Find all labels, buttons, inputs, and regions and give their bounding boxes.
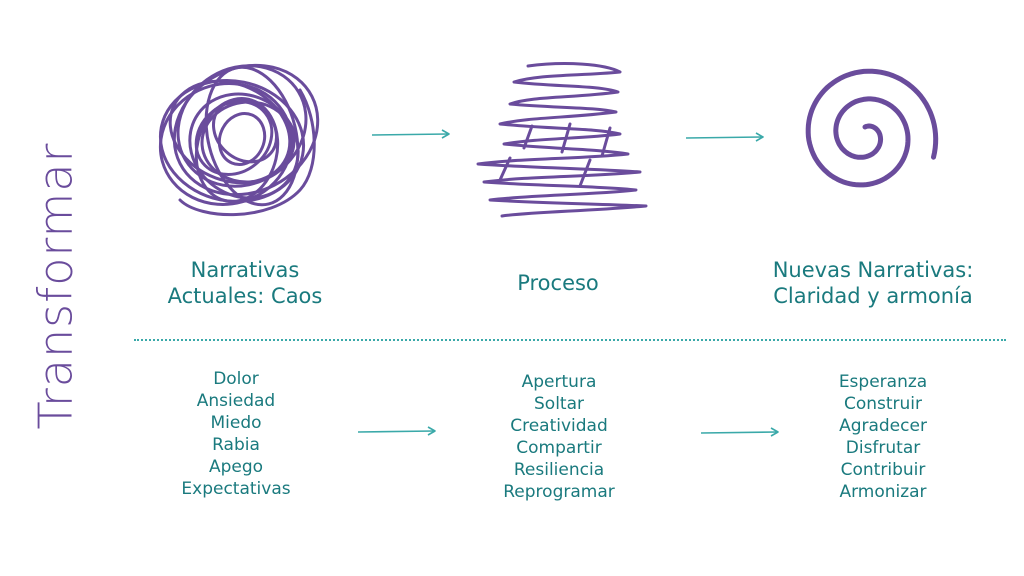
list-item: Agradecer <box>839 416 927 436</box>
arrow-right-icon <box>685 132 764 142</box>
list-item: Armonizar <box>839 482 927 502</box>
zigzag-process-icon <box>476 62 648 218</box>
column-heading-line: Claridad y armonía <box>773 284 973 308</box>
list-item: Rabia <box>212 435 260 455</box>
side-title: Transformar <box>0 116 110 456</box>
list-item: Apertura <box>521 372 597 392</box>
list-item: Ansiedad <box>196 391 276 411</box>
list-item: Apego <box>208 457 264 477</box>
column-heading-line: Narrativas <box>190 258 300 282</box>
list-item: Reprogramar <box>503 482 615 502</box>
list-item: Resiliencia <box>513 460 605 480</box>
arrow-right-icon <box>371 129 450 139</box>
column-heading-process: Proceso <box>448 270 668 296</box>
list-item: Creatividad <box>510 416 608 436</box>
dotted-divider <box>134 339 1006 341</box>
word-list-chaos: Dolor Ansiedad Miedo Rabia Apego Expecta… <box>146 368 326 500</box>
column-heading-line: Nuevas Narrativas: <box>772 258 974 282</box>
list-item: Soltar <box>534 394 584 414</box>
column-heading-chaos: Narrativas Actuales: Caos <box>130 257 360 309</box>
column-heading-new-narratives: Nuevas Narrativas: Claridad y armonía <box>728 257 1018 309</box>
column-heading-line: Proceso <box>517 271 599 295</box>
side-title-text: Transformar <box>28 142 83 430</box>
list-item: Expectativas <box>181 479 291 499</box>
chaos-scribble-icon <box>158 63 320 216</box>
arrow-right-icon <box>700 427 779 437</box>
list-item: Dolor <box>213 369 259 389</box>
list-item: Esperanza <box>838 372 928 392</box>
list-item: Compartir <box>516 438 602 458</box>
word-list-process: Apertura Soltar Creatividad Compartir Re… <box>469 371 649 503</box>
arrow-right-icon <box>357 426 436 436</box>
column-heading-line: Actuales: Caos <box>167 284 323 308</box>
list-item: Disfrutar <box>845 438 921 458</box>
list-item: Construir <box>843 394 923 414</box>
list-item: Contribuir <box>840 460 926 480</box>
list-item: Miedo <box>210 413 262 433</box>
spiral-icon <box>805 68 939 188</box>
word-list-new-narratives: Esperanza Construir Agradecer Disfrutar … <box>793 371 973 503</box>
